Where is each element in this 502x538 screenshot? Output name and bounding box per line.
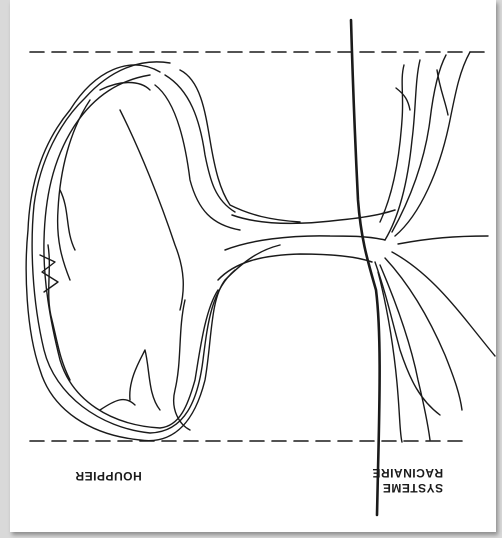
hopper-label: HOUPPIER — [75, 469, 142, 483]
root-label-line-2: RACINAIRE — [372, 465, 443, 480]
trunk — [218, 210, 395, 280]
crown — [26, 62, 300, 441]
root-label-line-1: SYSTEME — [372, 480, 443, 495]
root-system — [375, 52, 495, 442]
root-system-label: SYSTEME RACINAIRE — [372, 465, 443, 495]
